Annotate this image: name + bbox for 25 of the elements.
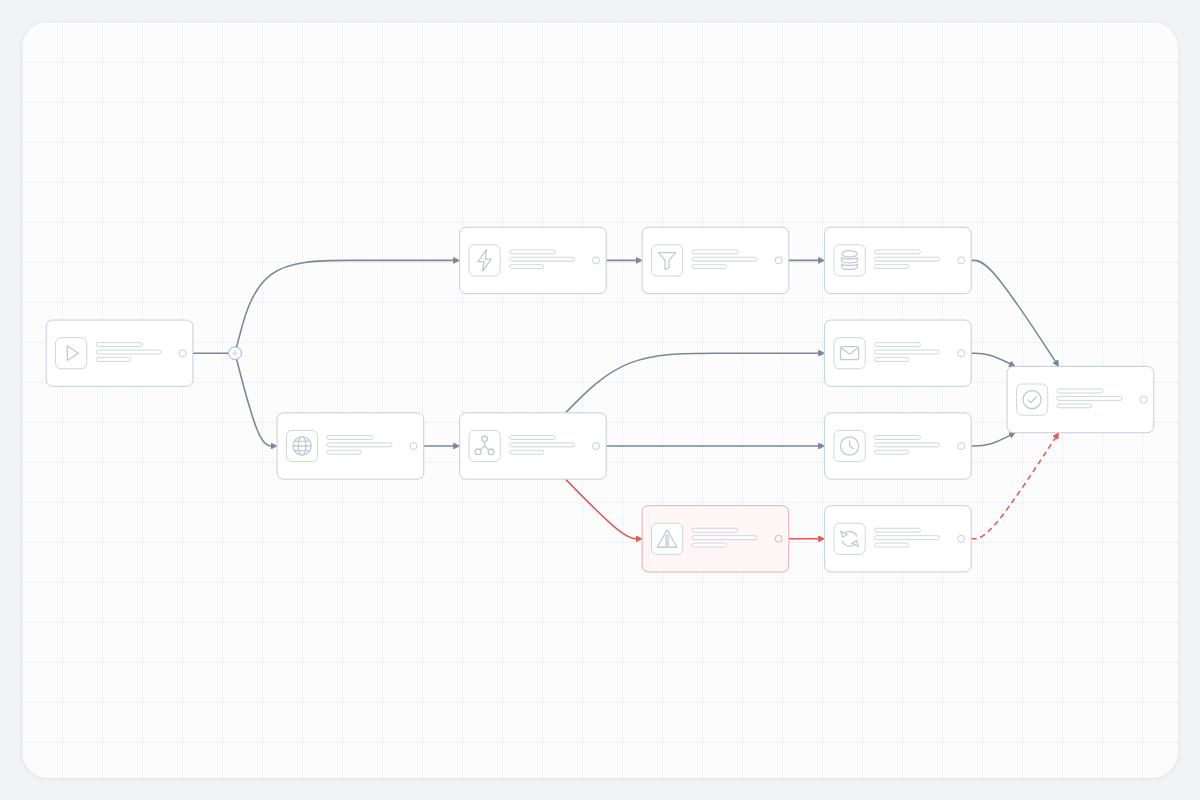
arrow: [235, 358, 278, 450]
node-box: [641, 505, 790, 573]
arrow: [235, 257, 460, 349]
arrow: [787, 535, 825, 543]
arrow: [970, 432, 1016, 448]
node-box: [45, 319, 194, 388]
arrow: [970, 432, 1059, 540]
node-box: [824, 227, 972, 295]
arrow: [605, 257, 643, 265]
connector: [192, 352, 230, 355]
node-box: [1006, 366, 1155, 434]
node-box: [459, 412, 607, 480]
arrow: [564, 478, 643, 543]
node-box: [276, 412, 425, 480]
arrow: [564, 350, 825, 415]
arrow: [422, 442, 460, 450]
arrow: [970, 260, 1059, 368]
arrow: [787, 257, 825, 265]
node-box: [824, 319, 972, 388]
node-box: [459, 227, 607, 295]
arrow: [605, 442, 825, 450]
node-box: [641, 227, 790, 295]
arrow: [970, 352, 1016, 368]
node-box: [824, 412, 972, 480]
node-box: [824, 505, 972, 573]
